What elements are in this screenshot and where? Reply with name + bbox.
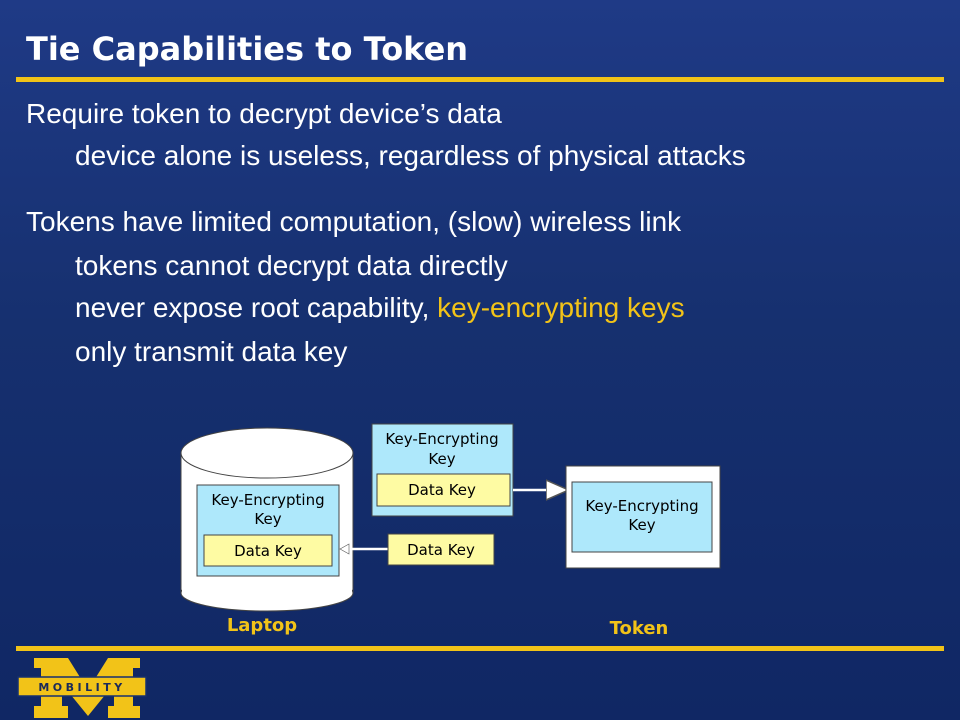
token-kek-label-1: Key-Encrypting: [585, 497, 698, 515]
arrow-to-laptop-head: [339, 543, 350, 555]
logo-m-icon: [34, 658, 140, 718]
laptop-kek-box: Key-Encrypting Key Data Key: [196, 484, 340, 577]
bullet-2-sub-1: tokens cannot decrypt data directly: [75, 250, 508, 281]
bullet-2-sub-2-highlight: key-encrypting keys: [437, 292, 685, 323]
transit-kek-label-1: Key-Encrypting: [385, 430, 498, 448]
transit-kek-box: Key-Encrypting Key Data Key: [371, 423, 514, 517]
mobility-logo: MOBILITY: [17, 658, 147, 718]
returned-data-key: Data Key: [407, 541, 475, 559]
laptop-data-key: Data Key: [234, 542, 302, 560]
logo-text: MOBILITY: [38, 681, 125, 694]
bullet-1-sub: device alone is useless, regardless of p…: [75, 140, 746, 171]
token-box: Key-Encrypting Key: [565, 465, 721, 569]
bullet-2-sub-3: only transmit data key: [75, 336, 348, 367]
title-divider: [16, 77, 944, 82]
transit-data-key: Data Key: [408, 481, 476, 499]
bullet-2: Tokens have limited computation, (slow) …: [26, 206, 682, 237]
slide-title: Tie Capabilities to Token: [26, 30, 469, 68]
transit-kek-label-2: Key: [428, 450, 455, 468]
returned-data-key-box: Data Key: [387, 533, 495, 566]
bullet-1: Require token to decrypt device’s data: [26, 98, 502, 129]
bullet-2-sub-2-plain: never expose root capability,: [75, 292, 438, 323]
laptop-kek-label-1: Key-Encrypting: [211, 491, 324, 509]
footer-divider: [16, 646, 944, 651]
laptop-label: Laptop: [227, 615, 297, 636]
laptop-kek-label-2: Key: [254, 510, 281, 528]
token-label: Token: [610, 618, 669, 639]
bullet-2-sub-2: never expose root capability, key-encryp…: [75, 292, 685, 324]
logo-banner: [17, 676, 147, 697]
token-kek-label-2: Key: [628, 516, 655, 534]
